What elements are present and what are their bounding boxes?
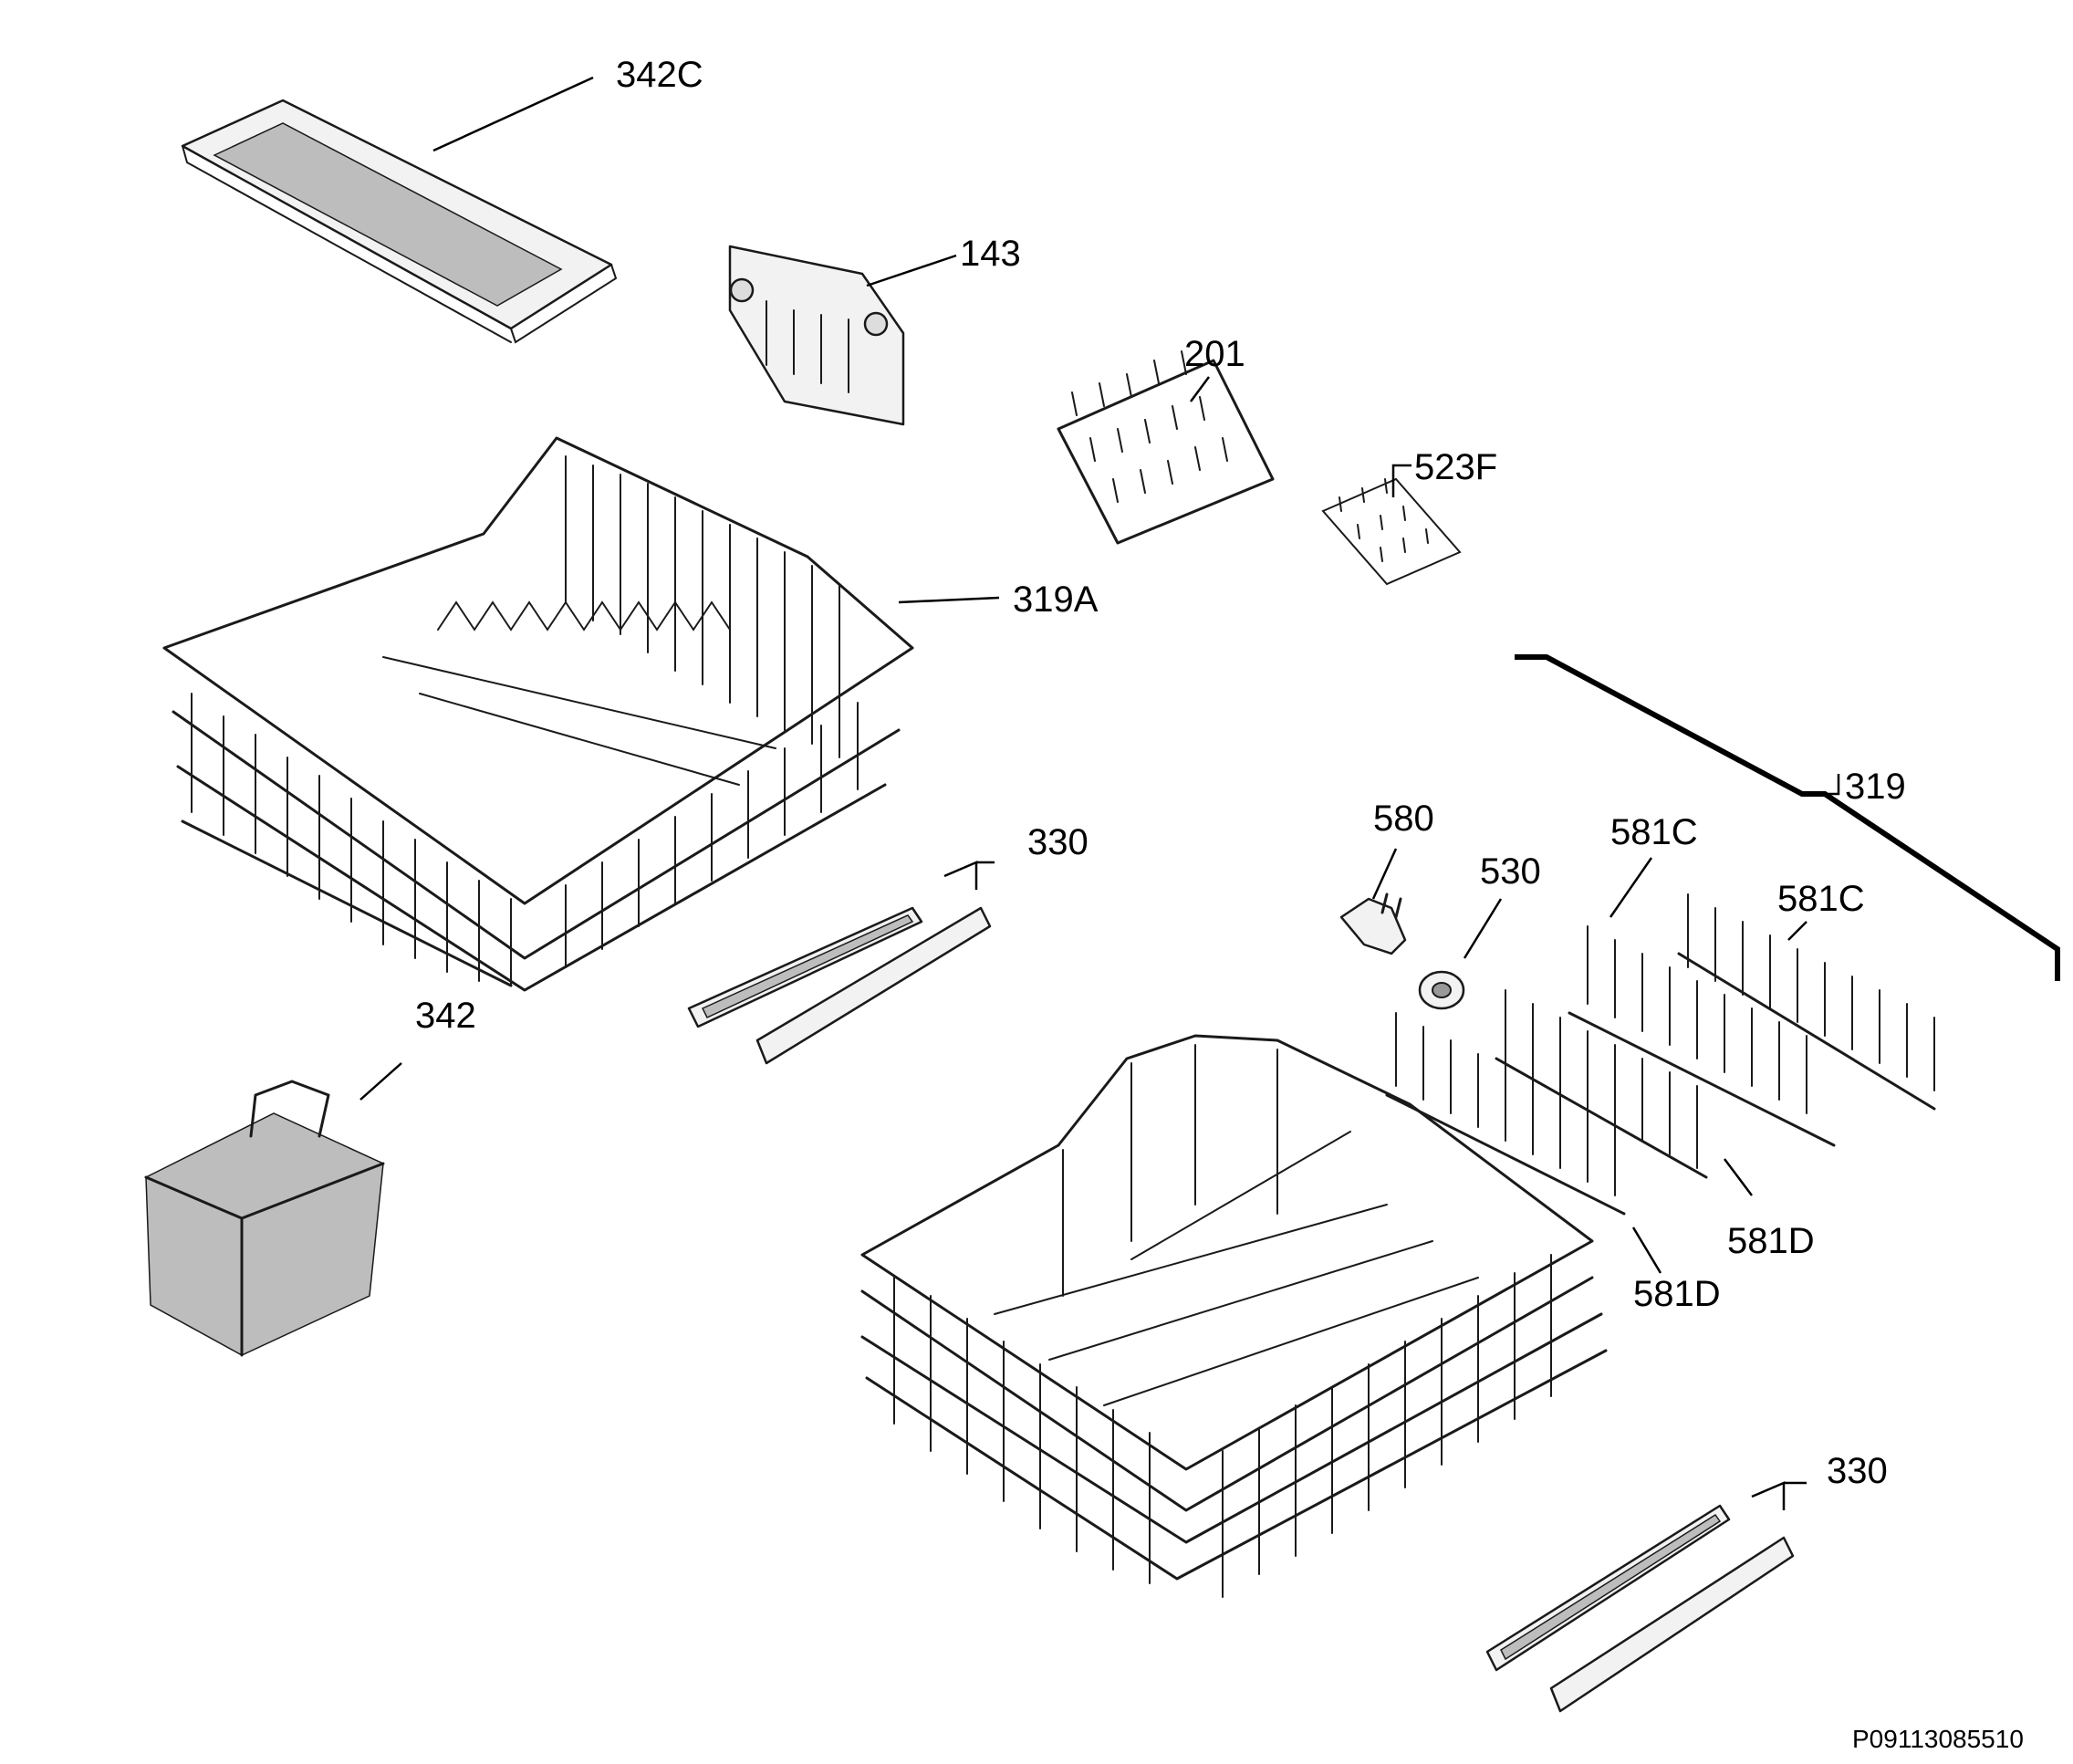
upper-basket-319a	[162, 436, 914, 992]
label-580: 580	[1373, 798, 1434, 839]
rail-bracket-143	[728, 245, 905, 426]
label-143: 143	[960, 234, 1021, 274]
leader-523f	[1391, 464, 1412, 497]
rail-set-330-lower	[1485, 1504, 1795, 1713]
label-342c: 342C	[616, 55, 703, 95]
label-581d-b: 581D	[1633, 1274, 1721, 1314]
label-530: 530	[1480, 851, 1541, 892]
leader-330-lower	[1751, 1481, 1807, 1510]
leader-581c-a	[1609, 857, 1653, 918]
label-581c-a: 581C	[1610, 812, 1698, 852]
leader-530	[1463, 898, 1503, 959]
leader-580	[1371, 848, 1398, 900]
cutlery-basket-342	[144, 1080, 385, 1357]
tine-rows-581	[1385, 893, 1936, 1216]
leader-319	[1825, 774, 1840, 796]
rail-strip-319	[1515, 654, 2060, 981]
leader-330-upper	[943, 861, 995, 890]
small-tines-523f	[1321, 477, 1462, 586]
leader-581d-b	[1631, 1226, 1662, 1274]
label-330-lower: 330	[1827, 1451, 1888, 1491]
leader-581d-a	[1724, 1158, 1753, 1196]
label-201: 201	[1184, 334, 1245, 374]
rail-set-330-upper	[687, 906, 992, 1065]
leader-581c-b	[1787, 921, 1807, 941]
leader-143	[866, 254, 957, 287]
label-342: 342	[415, 996, 476, 1036]
lower-basket	[860, 1034, 1608, 1598]
drawing-code: P09113085510	[1852, 1725, 2024, 1753]
wheel-530	[1418, 970, 1465, 1010]
label-581c-b: 581C	[1777, 879, 1865, 919]
clip-580	[1339, 892, 1407, 955]
leader-319a	[898, 596, 1000, 604]
cutlery-tray-342c	[181, 99, 618, 344]
label-319a: 319A	[1013, 579, 1099, 620]
label-523f: 523F	[1414, 447, 1498, 487]
leader-342	[359, 1062, 402, 1101]
label-330-upper: 330	[1027, 822, 1089, 862]
leader-342c	[432, 76, 594, 152]
label-319: 319	[1845, 767, 1906, 807]
leader-201	[1189, 376, 1211, 402]
label-581d-a: 581D	[1727, 1221, 1815, 1261]
tine-row-201	[1057, 350, 1275, 545]
